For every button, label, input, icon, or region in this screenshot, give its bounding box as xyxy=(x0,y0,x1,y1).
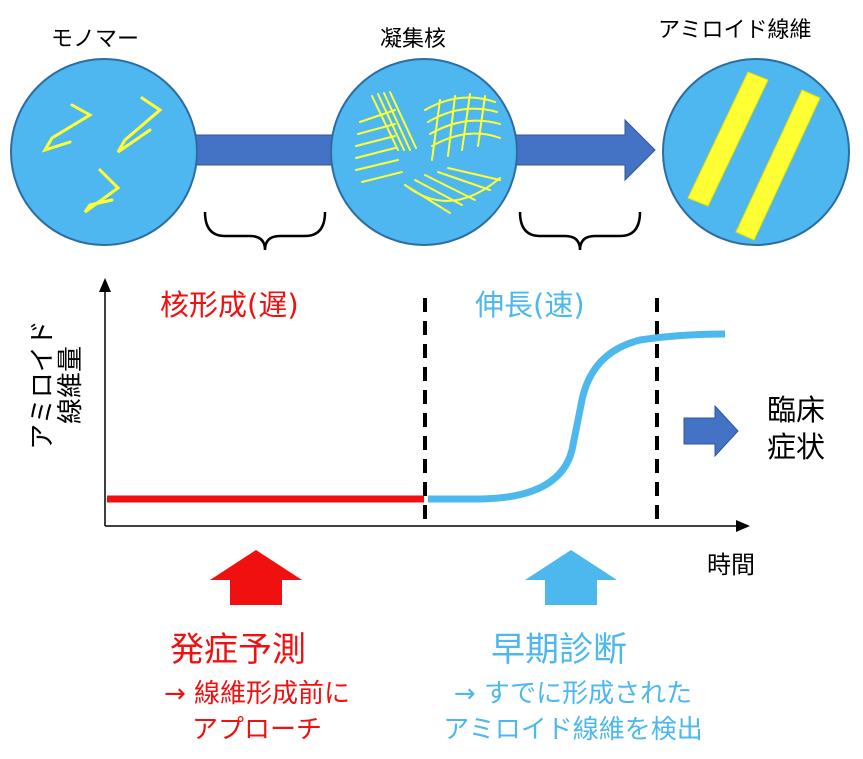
flow-arrow-monomer-to-nucleus xyxy=(189,134,341,166)
diagnosis-up-arrow xyxy=(525,550,617,605)
y-axis-label: アミロイド 線維量 xyxy=(28,320,89,450)
prediction-up-arrow xyxy=(210,550,302,605)
diagnosis-line2: アミロイド線維を検出 xyxy=(443,715,703,745)
y-axis-label-line2: 線維量 xyxy=(56,346,86,425)
stage-label-fibril: アミロイド線維 xyxy=(658,18,812,43)
phase-label-nucleation: 核形成(遅) xyxy=(160,288,299,322)
prediction-line1: → 線維形成前に xyxy=(163,679,351,709)
x-axis-label: 時間 xyxy=(707,551,755,579)
diagnosis-title: 早期診断 xyxy=(491,630,627,670)
brace-elongation xyxy=(518,211,642,251)
brace-nucleation xyxy=(203,211,327,251)
monomer-circle xyxy=(10,58,198,246)
fibril-circle xyxy=(662,58,850,246)
clinical-arrow xyxy=(683,404,739,458)
clinical-line2: 症状 xyxy=(767,430,826,464)
prediction-title: 発症予測 xyxy=(170,630,306,670)
x-axis-arrowhead xyxy=(736,520,750,532)
stage-label-nucleus: 凝集核 xyxy=(380,27,447,52)
growth-curve xyxy=(428,330,726,503)
flow-arrow-nucleus-to-fibril xyxy=(504,118,656,182)
diagnosis-description: → すでに形成された アミロイド線維を検出 xyxy=(398,676,748,748)
y-axis-arrowhead xyxy=(99,278,111,292)
clinical-symptom-label: 臨床 症状 xyxy=(767,392,825,466)
stage-label-monomer: モノマー xyxy=(51,27,140,52)
diagnosis-line1: → すでに形成された xyxy=(453,679,693,709)
phase-label-elongation: 伸長(速) xyxy=(475,288,585,322)
prediction-line2: アプローチ xyxy=(191,715,322,745)
y-axis-label-line1: アミロイド xyxy=(28,320,58,450)
clinical-line1: 臨床 xyxy=(767,393,826,427)
nucleus-circle xyxy=(330,58,518,246)
prediction-description: → 線維形成前に アプローチ xyxy=(112,676,402,748)
